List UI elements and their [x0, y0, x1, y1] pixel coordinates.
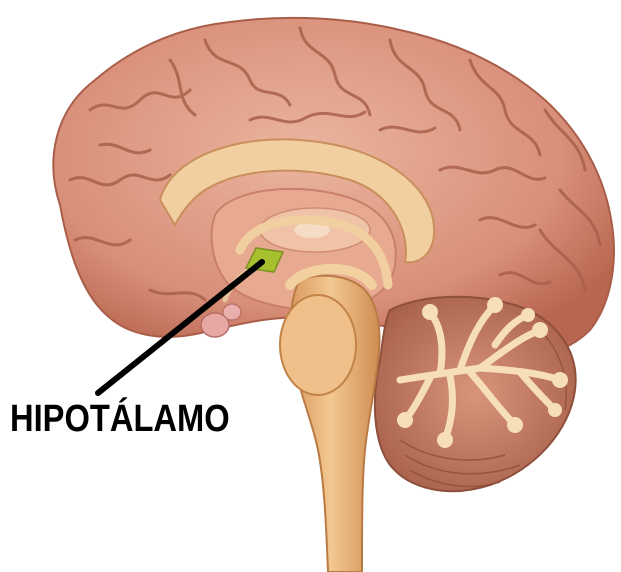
hypothalamus-label: HIPOTÁLAMO	[10, 398, 230, 441]
pons	[280, 295, 356, 395]
mammillary-body	[223, 304, 241, 320]
